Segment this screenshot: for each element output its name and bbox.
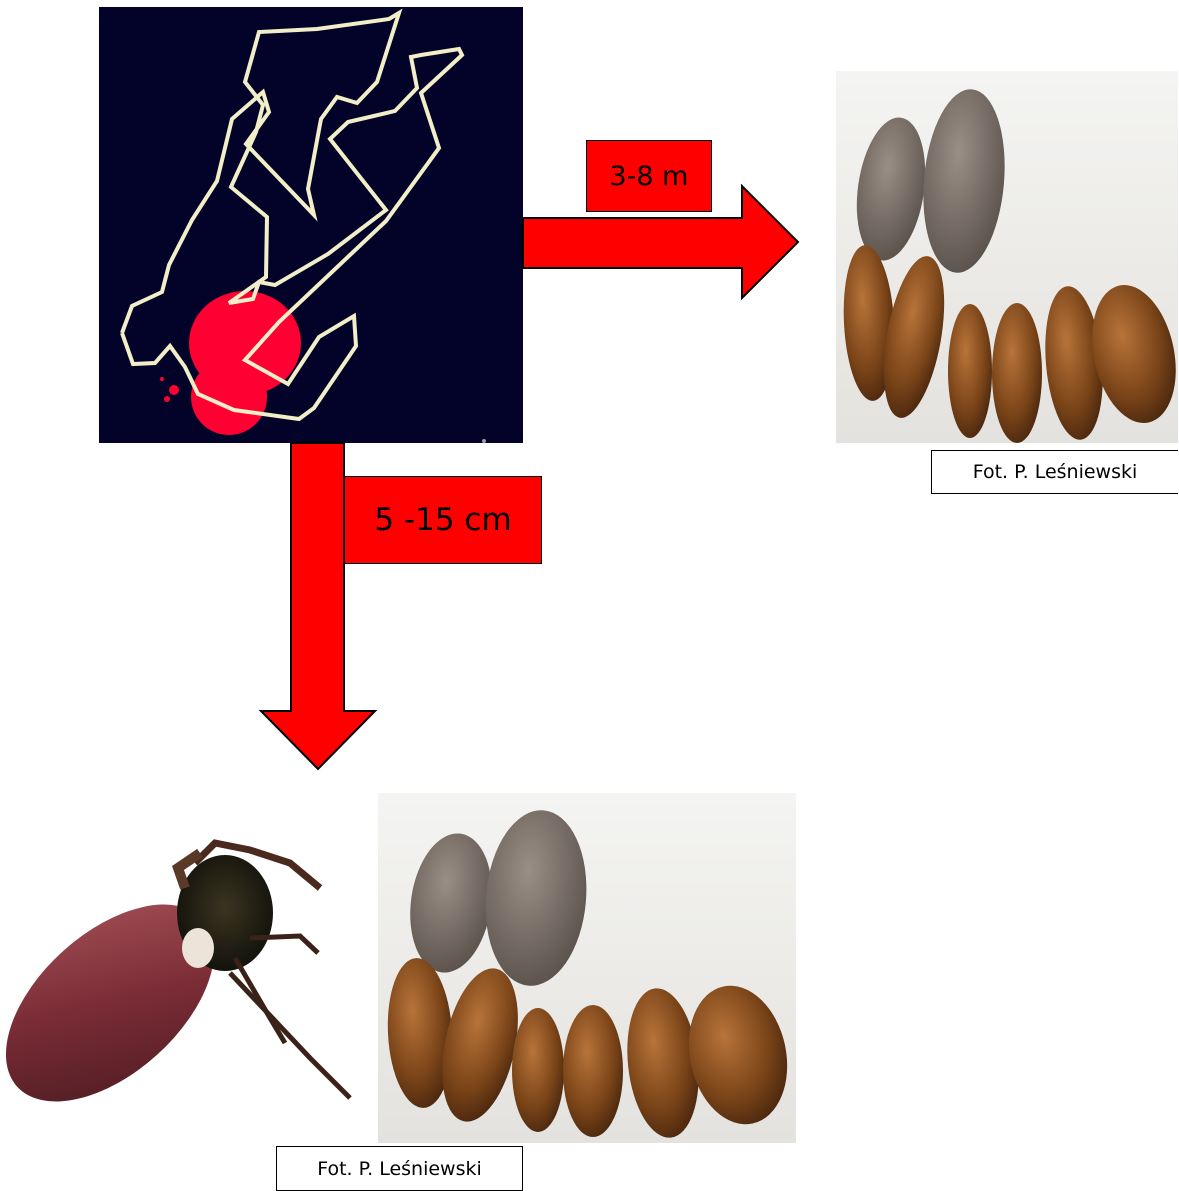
photo-credit-top: Fot. P. Leśniewski <box>931 450 1178 494</box>
body-outline-icon <box>99 7 523 443</box>
photo-credit-bottom: Fot. P. Leśniewski <box>276 1146 523 1191</box>
pupae-photo <box>836 71 1178 443</box>
distance-far-label: 3-8 m <box>586 140 712 212</box>
beetle-photo <box>0 808 376 1148</box>
crime-scene-panel <box>99 7 523 443</box>
distance-near-label: 5 -15 cm <box>344 476 542 564</box>
pupae-photo-bottom <box>378 793 796 1143</box>
